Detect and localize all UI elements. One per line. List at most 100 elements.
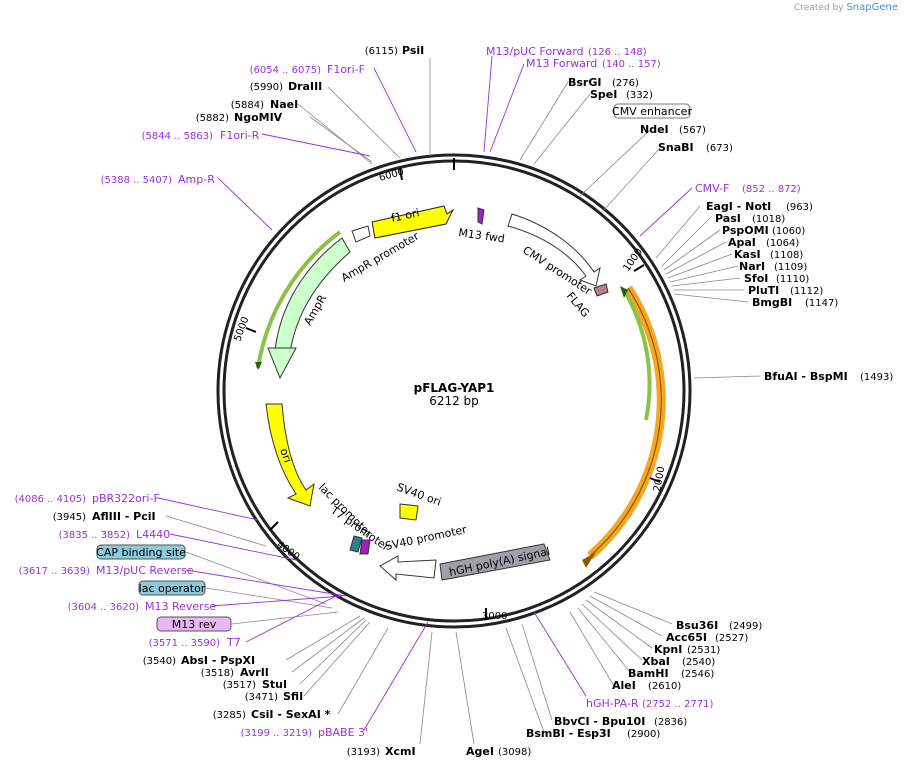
enzyme-bmgbi-pos: (1147) [805, 298, 838, 309]
primer-m13-rev-range: (3604 .. 3620) [68, 602, 140, 613]
ampr-feature-head [267, 347, 297, 380]
primer-f1ori-r-name: F1ori-R [220, 129, 260, 142]
amp-promoter-feature [351, 225, 371, 243]
primer-m13-fwd-range: (140 .. 157) [602, 59, 661, 70]
enzyme-avrii-name: AvrII [240, 666, 269, 679]
enzyme-kpni-name: KpnI [654, 643, 682, 656]
enzyme-dra3-name: DraIII [288, 80, 322, 93]
cap-binding-label: CAP binding site [96, 546, 186, 559]
primer-cmv-f-range: (852 .. 872) [742, 184, 801, 195]
backbone-outer [216, 153, 692, 629]
enzyme-bsrgi-pos: (276) [612, 78, 639, 89]
primer-l4440-name: L4440 [136, 528, 170, 541]
enzyme-csii-pos: (3285) [213, 710, 246, 721]
enzyme-acc65-name: Acc65I [666, 631, 707, 644]
cmv-enhancer-label: CMV enhancer [612, 105, 692, 118]
enzyme-bamhi-pos: (2546) [681, 669, 714, 680]
primer-l4440-range: (3835 .. 3852) [59, 530, 131, 541]
primer-pbabe3-name: pBABE 3' [318, 726, 368, 739]
primer-m13-fwd-name: M13 Forward [526, 57, 597, 70]
enzyme-alei-pos: (2610) [648, 681, 681, 692]
primer-leaders [157, 55, 693, 731]
enzyme-pspomi-name: PspOMI [722, 224, 769, 237]
primer-m13puc-rev-name: M13/pUC Reverse [96, 564, 194, 577]
enzyme-kpni-pos: (2531) [687, 645, 720, 656]
tick-marks [245, 158, 661, 620]
primer-pbr322ori-f-name: pBR322ori-F [92, 492, 160, 505]
primer-amp-r-name: Amp-R [178, 173, 215, 186]
enzyme-apai-pos: (1064) [766, 238, 799, 249]
enzyme-csii-name: CsiI - SexAI * [251, 708, 331, 721]
primer-cmv-f-name: CMV-F [695, 182, 729, 195]
enzyme-psi-name: PsiI [402, 44, 424, 57]
plasmid-name: pFLAG-YAP1 [414, 381, 495, 395]
enzyme-pasi-pos: (1018) [752, 214, 785, 225]
enzyme-apai-name: ApaI [728, 236, 756, 249]
enzyme-agei-name: AgeI [466, 745, 494, 758]
cap-binding-box [96, 544, 186, 560]
enzyme-xcmi-name: XcmI [385, 745, 416, 758]
enzyme-ndei-pos: (567) [679, 125, 706, 136]
yap1-green-arc [622, 288, 652, 421]
enzyme-bsu36-name: Bsu36I [676, 619, 718, 632]
tick-label-2000: 2000 [652, 466, 667, 493]
m13-fwd-feature [477, 207, 485, 225]
label-amp-promoter: AmpR promoter [339, 229, 422, 284]
enzyme-ngomiv-pos: (5882) [196, 113, 229, 124]
enzyme-kasi-pos: (1108) [770, 250, 803, 261]
orf-arc-arrow [582, 552, 596, 568]
flag-feature [593, 283, 609, 297]
m13rev-box [156, 616, 232, 632]
enzyme-bsu36-pos: (2499) [729, 621, 762, 632]
primer-pbr322ori-f-range: (4086 .. 4105) [15, 494, 87, 505]
label-ori: ori [277, 447, 294, 465]
amp-green-arrow [255, 362, 262, 370]
enzyme-snabi-name: SnaBI [658, 141, 694, 154]
m13rev-box-label: M13 rev [172, 618, 217, 631]
primer-m13puc-rev-range: (3617 .. 3639) [19, 566, 91, 577]
enzyme-agei-pos: (3098) [498, 747, 531, 758]
snapgene-logo: SnapGene [846, 2, 898, 13]
enzyme-xbai-pos: (2540) [682, 657, 715, 668]
orf-arc-line [589, 287, 662, 557]
primer-m13puc-fwd-name: M13/pUC Forward [486, 45, 584, 58]
enzyme-ndei-name: NdeI [640, 123, 669, 136]
enzyme-psi-pos: (6115) [365, 46, 398, 57]
tick-label-6000: 6000 [378, 167, 405, 184]
primer-hgh-pa-r-name: hGH-PA-R [586, 697, 639, 710]
enzyme-sfii-name: SfiI [283, 690, 303, 703]
cmv-enhancer-box [613, 103, 691, 119]
primer-hgh-pa-r-range: (2752 .. 2771) [642, 699, 714, 710]
cmv-promoter-feature [507, 213, 601, 287]
enzyme-pasi-name: PasI [715, 212, 741, 225]
enzyme-pspomi-pos: (1060) [772, 226, 805, 237]
label-m13-fwd: M13 fwd [458, 226, 506, 245]
enzyme-nari-name: NarI [739, 260, 765, 273]
enzyme-eagnot-pos: (963) [786, 202, 813, 213]
enzyme-absi-pos: (3540) [143, 656, 176, 667]
enzyme-pluti-pos: (1112) [790, 286, 823, 297]
yap1-green-arrow [620, 286, 628, 298]
enzyme-nae-pos: (5884) [231, 100, 264, 111]
enzyme-bamhi-name: BamHI [628, 667, 669, 680]
ori-feature [265, 403, 315, 507]
primer-pbabe3-range: (3199 .. 3219) [241, 728, 313, 739]
enzyme-spei-name: SpeI [590, 88, 617, 101]
enzyme-stui-name: StuI [262, 678, 287, 691]
lac-operator-box [138, 580, 206, 596]
enzyme-bsrgi-name: BsrGI [568, 76, 601, 89]
enzyme-bfuai-pos: (1493) [860, 372, 893, 383]
lac-operator-label: lac operator [139, 582, 206, 595]
t7-promoter-feature [359, 539, 371, 555]
enzyme-pluti-name: PluTI [748, 284, 779, 297]
enzyme-xcmi-pos: (3193) [347, 747, 380, 758]
enzyme-dra3-pos: (5990) [250, 82, 283, 93]
primer-m13puc-fwd-range: (126 .. 148) [588, 47, 647, 58]
sv40-promoter-feature [379, 555, 437, 582]
primer-amp-r-range: (5388 .. 5407) [101, 175, 173, 186]
enzyme-sfii-pos: (3471) [245, 692, 278, 703]
enzyme-bsmbi-pos: (2900) [627, 729, 660, 740]
f1-ori-feature [371, 205, 455, 239]
plasmid-size: 6212 bp [429, 394, 479, 408]
lac-promoter-feature [349, 535, 363, 553]
